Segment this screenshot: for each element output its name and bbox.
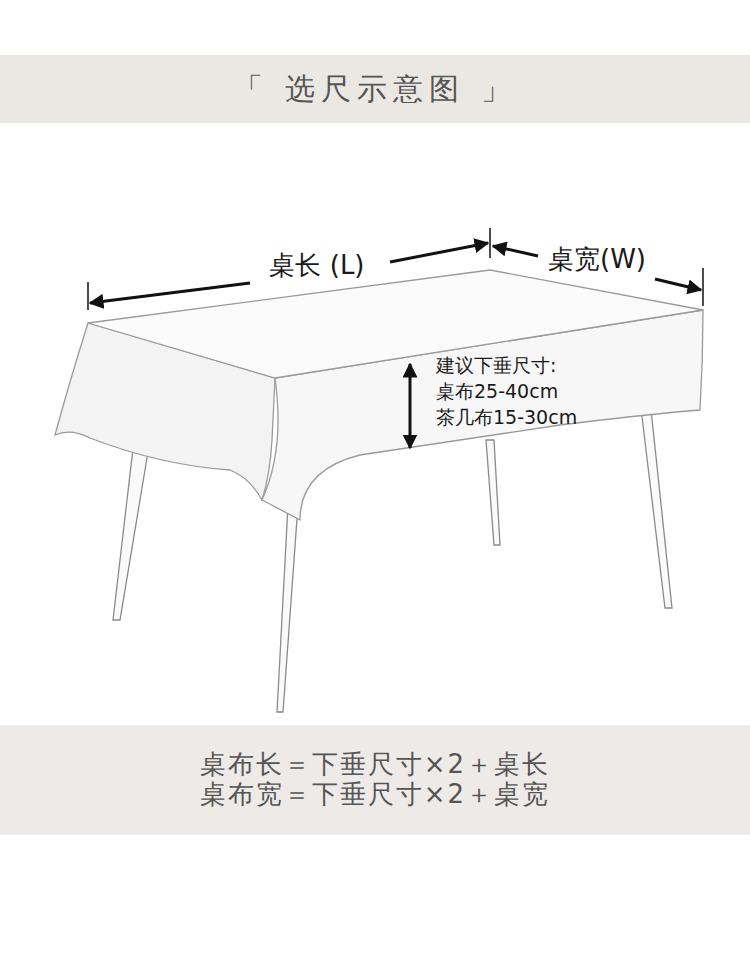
- formula-text: 桌布长＝下垂尺寸×2＋桌长: [200, 750, 550, 780]
- title: 「 选尺示意图 」: [233, 71, 516, 107]
- dimension-arrows: [88, 228, 703, 448]
- tablecloth: [55, 270, 703, 520]
- formula-text: 桌布宽＝下垂尺寸×2＋桌宽: [200, 780, 550, 810]
- title-band: [0, 55, 750, 123]
- formula-band: [0, 725, 750, 835]
- drop-note: 建议下垂尺寸:: [436, 354, 556, 377]
- width-label: 桌宽(W): [548, 244, 646, 275]
- drop-note: 茶几布15-30cm: [436, 406, 577, 429]
- drop-note: 桌布25-40cm: [436, 380, 558, 403]
- length-label: 桌长 (L): [269, 250, 364, 281]
- formula-band: 桌布长＝下垂尺寸×2＋桌长桌布宽＝下垂尺寸×2＋桌宽: [0, 725, 750, 835]
